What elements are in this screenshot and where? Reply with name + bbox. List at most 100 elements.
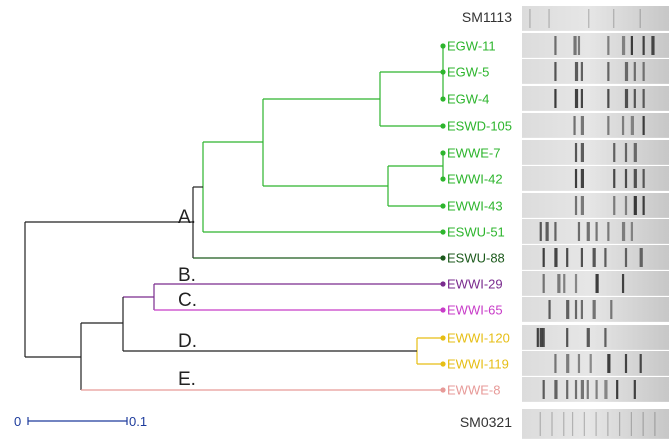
gel-band	[554, 62, 557, 81]
gel-band	[607, 412, 609, 436]
gel-band	[566, 328, 569, 347]
gel-lane	[522, 59, 669, 84]
gel-band	[639, 354, 642, 373]
scale-bar-end: 0.1	[129, 414, 147, 429]
gel-band	[630, 412, 632, 436]
leaf-node-dot	[440, 96, 446, 102]
gel-band	[566, 380, 569, 399]
gel-band	[539, 222, 542, 241]
gel-band	[574, 196, 578, 215]
gel-lane	[522, 33, 669, 58]
gel-band	[624, 196, 628, 215]
gel-band	[580, 300, 583, 319]
group-label-b: B.	[178, 265, 196, 286]
gel-band	[630, 36, 633, 55]
gel-band	[574, 300, 578, 319]
gel-band	[563, 412, 565, 436]
gel-lane	[522, 6, 669, 31]
gel-band	[639, 248, 643, 267]
gel-band	[633, 169, 637, 188]
gel-band	[574, 380, 578, 399]
gel-band	[630, 222, 633, 241]
gel-band	[613, 143, 616, 162]
gel-band	[554, 89, 557, 108]
gel-band	[554, 248, 558, 267]
gel-band	[633, 89, 636, 108]
leaf-label: ESWU-51	[447, 225, 505, 240]
gel-band	[588, 9, 590, 28]
gel-band	[610, 300, 613, 319]
gel-band	[589, 354, 592, 373]
gel-band	[613, 196, 616, 215]
gel-lane	[522, 166, 669, 191]
gel-lane	[522, 377, 669, 402]
gel-band	[563, 274, 566, 293]
gel-band	[633, 196, 637, 215]
gel-band	[580, 380, 584, 399]
leaf-label: EGW-4	[447, 92, 489, 107]
gel-band	[548, 300, 551, 319]
gel-band	[633, 143, 637, 162]
gel-band	[566, 300, 570, 319]
gel-band	[566, 248, 569, 267]
gel-band	[554, 354, 557, 373]
leaf-node-dot	[440, 69, 446, 75]
gel-band	[554, 380, 558, 399]
leaf-label: ESWD-105	[447, 119, 512, 134]
gel-band	[624, 89, 629, 108]
gel-band	[571, 412, 574, 436]
gel-band	[642, 89, 645, 108]
leaf-label: EWWE-7	[447, 146, 500, 161]
gel-band	[604, 328, 607, 347]
reference-label-top: SM1113	[462, 9, 512, 25]
gel-band	[580, 248, 583, 267]
leaf-label: EWWE-8	[447, 383, 500, 398]
gel-band	[607, 89, 610, 108]
gel-band	[583, 412, 585, 436]
gel-band	[542, 248, 545, 267]
gel-band	[573, 116, 576, 135]
group-label-e: E.	[178, 369, 196, 390]
leaf-label: EWWI-42	[447, 172, 503, 187]
gel-band	[630, 116, 634, 135]
gel-band	[566, 354, 570, 373]
gel-band	[607, 222, 610, 241]
gel-band	[621, 116, 625, 135]
gel-lane	[522, 140, 669, 165]
leaf-node-dot	[440, 229, 446, 235]
leaf-node-dot	[440, 43, 446, 49]
gel-band	[542, 380, 545, 399]
gel-band	[624, 169, 628, 188]
dendrogram-tree	[24, 46, 444, 391]
leaf-node-dot	[440, 335, 446, 341]
gel-band	[574, 169, 578, 188]
leaf-node-dot	[440, 281, 446, 287]
gel-band	[621, 274, 625, 293]
gel-band	[642, 169, 645, 188]
leaf-label: EGW-5	[447, 65, 489, 80]
gel-band	[536, 328, 539, 347]
gel-band	[529, 9, 531, 28]
leaf-node-dot	[440, 255, 446, 261]
gel-lane	[522, 86, 669, 111]
gel-band	[607, 354, 611, 373]
gel-band	[545, 222, 549, 241]
gel-band	[539, 412, 541, 436]
gel-band	[542, 328, 545, 347]
group-label-d: D.	[178, 331, 197, 352]
gel-band	[580, 89, 583, 108]
gel-band	[639, 9, 641, 28]
gel-band	[604, 380, 608, 399]
gel-band	[580, 116, 584, 135]
gel-band	[613, 9, 615, 28]
leaf-label: EGW-11	[447, 39, 496, 54]
gel-band	[574, 143, 578, 162]
gel-band	[604, 248, 607, 267]
gel-band	[580, 143, 584, 162]
gel-band	[577, 222, 581, 241]
gel-band	[577, 354, 581, 373]
leaf-node-dot	[440, 150, 446, 156]
gel-band	[621, 222, 626, 241]
leaf-node-dot	[440, 387, 446, 393]
gel-band	[595, 222, 598, 241]
